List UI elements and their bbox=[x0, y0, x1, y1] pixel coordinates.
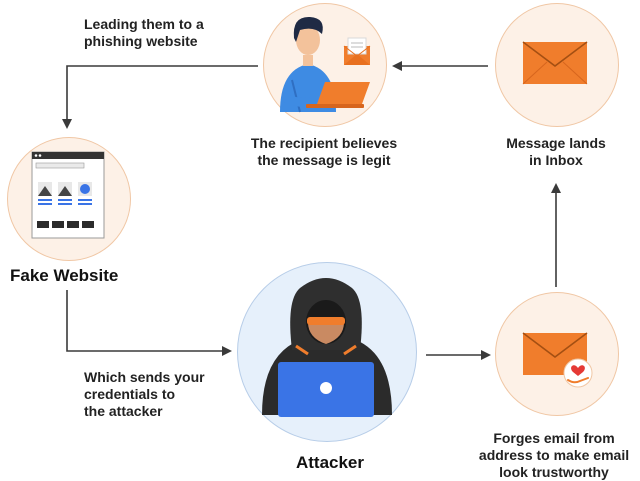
arrow-fake-to-attacker bbox=[67, 290, 229, 351]
browser-window-icon bbox=[32, 152, 104, 238]
heart-hand-icon bbox=[564, 359, 592, 387]
label-recipient-believes: The recipient believes the message is le… bbox=[234, 135, 414, 169]
envelope-icon bbox=[523, 42, 587, 84]
arrow-recipient-to-fake bbox=[67, 66, 258, 126]
label-message-lands: Message lands in Inbox bbox=[486, 135, 626, 169]
label-forges-email: Forges email from address to make email … bbox=[468, 430, 640, 481]
label-fake-website: Fake Website bbox=[10, 266, 160, 286]
laptop-icon bbox=[278, 362, 374, 417]
envelope-icon bbox=[344, 38, 370, 65]
label-leading-phishing: Leading them to a phishing website bbox=[84, 16, 254, 50]
label-sends-credentials: Which sends your credentials to the atta… bbox=[84, 369, 234, 420]
label-attacker: Attacker bbox=[280, 453, 380, 473]
